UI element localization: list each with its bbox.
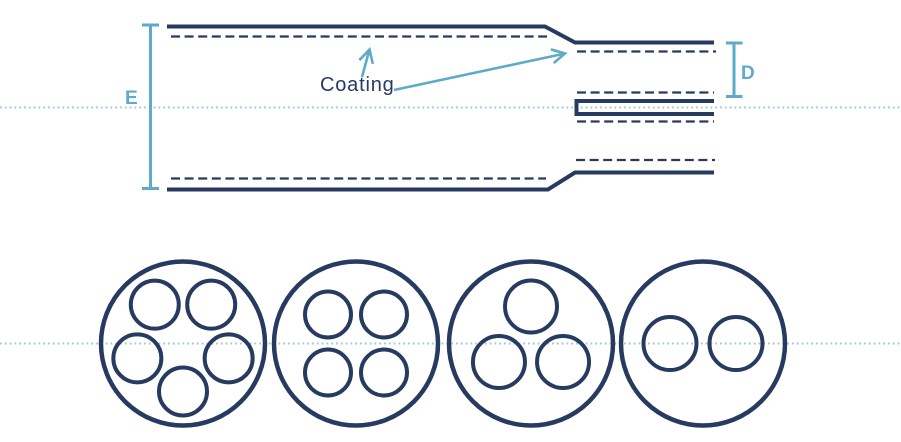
dimension-d: D (726, 41, 755, 98)
dimension-e: E (125, 23, 159, 190)
coating-arrow-right-icon (393, 48, 568, 92)
coating-label: Coating (320, 74, 395, 96)
inner-tube-circle (503, 278, 559, 335)
outer-jacket-bottom-wall (167, 170, 714, 192)
inner-tube (574, 99, 714, 116)
centerlines (0, 106, 901, 345)
inner-tube-circle (157, 365, 209, 418)
inner-tube-circle (202, 332, 255, 385)
inner-tube-circle (470, 334, 527, 390)
inner-tube-circle (303, 289, 353, 340)
cross-section-two-tube-bundle (618, 259, 788, 428)
inner-tube-circle (111, 332, 164, 385)
cross-sections (98, 259, 788, 428)
inner-tube-circle (128, 278, 181, 331)
cross-section-five-tube-bundle (98, 259, 268, 428)
coating-arrow-up-icon (358, 46, 375, 78)
bundle-outer-circle (446, 259, 616, 428)
bundle-outer-circle (271, 259, 441, 428)
inner-tube-circle (303, 347, 353, 398)
inner-tube-circle (359, 347, 409, 398)
cross-section-three-tube-bundle (446, 259, 616, 428)
outer-jacket-top-wall (167, 24, 714, 45)
coating-callout: Coating (320, 46, 568, 96)
inner-tube-circle (359, 289, 409, 340)
tube-side-view (167, 24, 716, 192)
inner-tube-circle (185, 278, 238, 331)
bundle-outer-circle (618, 259, 788, 428)
dimension-e-label: E (125, 88, 138, 109)
cross-section-four-tube-bundle (271, 259, 441, 428)
bundle-outer-circle (98, 259, 268, 428)
inner-tube-circle (641, 315, 699, 372)
inner-tube-circle (535, 334, 592, 390)
dimension-d-label: D (741, 63, 755, 84)
inner-tube-circle (707, 315, 765, 372)
